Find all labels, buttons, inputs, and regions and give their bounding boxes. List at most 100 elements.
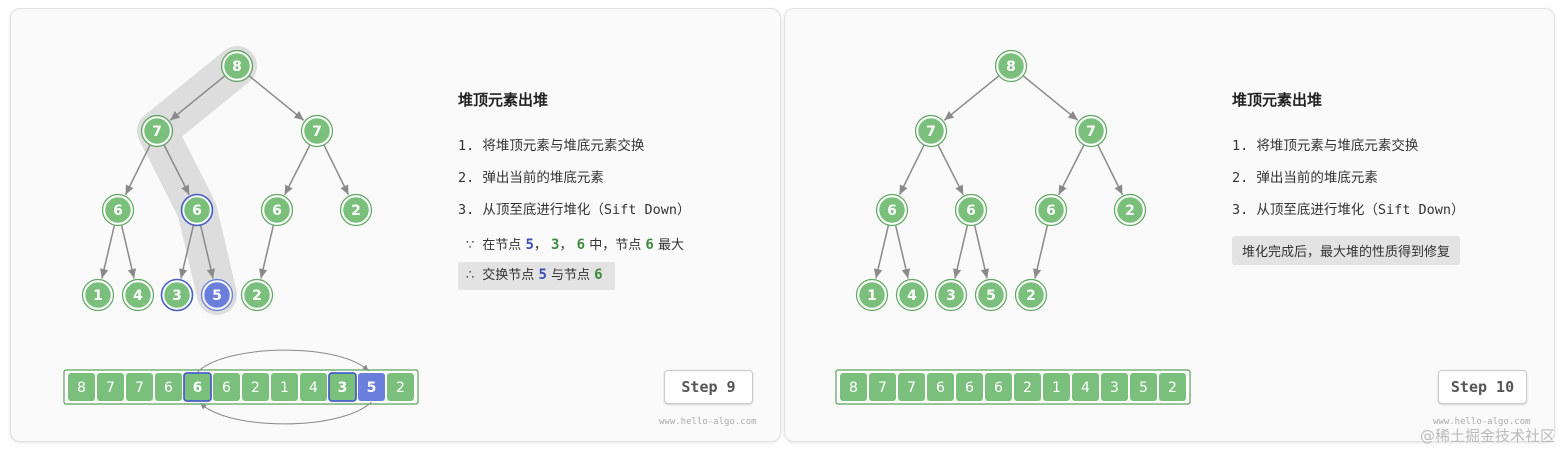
therefore-symbol: ∴ — [466, 268, 475, 283]
tree-node: 5 — [200, 278, 234, 312]
step-3-text: 3. 从顶至底进行堆化（Sift Down） — [1232, 202, 1465, 218]
array-cell — [300, 373, 327, 401]
tree-node: 3 — [934, 278, 968, 312]
node-circle — [1076, 116, 1106, 146]
node-circle — [1036, 195, 1066, 225]
node-value: 7 — [1086, 124, 1096, 140]
info-text: 堆顶元素出堆 1. 将堆顶元素与堆底元素交换 2. 弹出当前的堆底元素 3. 从… — [1232, 89, 1542, 265]
step-9-button[interactable]: Step 9 — [664, 370, 753, 404]
node-circle — [976, 280, 1006, 310]
tree-edge — [894, 225, 911, 279]
node-outer-ring — [934, 278, 968, 312]
node-circle — [162, 280, 192, 310]
tree-node: 7 — [140, 114, 174, 148]
tree-edge — [873, 225, 890, 279]
tree-node: 7 — [300, 114, 334, 148]
step-10-button[interactable]: Step 10 — [1438, 370, 1527, 404]
array-cell — [155, 373, 182, 401]
node-outer-ring — [300, 114, 334, 148]
step-2-text: 2. 弹出当前的堆底元素 — [1232, 170, 1378, 186]
info-title: 堆顶元素出堆 — [458, 91, 549, 109]
array-cell — [956, 373, 983, 401]
node-outer-ring — [954, 193, 988, 227]
node-value: 4 — [907, 288, 917, 304]
tree-edge — [943, 75, 1000, 121]
node-circle — [916, 116, 946, 146]
array-cell — [328, 372, 357, 402]
node-outer-ring — [160, 278, 194, 312]
done-note: 堆化完成后，最大堆的性质得到修复 — [1232, 236, 1461, 265]
node-circle — [956, 195, 986, 225]
array-cell-value: 7 — [907, 380, 916, 396]
array-cell-value: 2 — [251, 380, 260, 396]
node-outer-ring — [895, 278, 929, 312]
array-cell-value: 7 — [878, 380, 887, 396]
array-cell — [869, 373, 896, 401]
tree-node: 2 — [1113, 193, 1147, 227]
because-symbol: ∵ — [466, 238, 475, 253]
tree-node: 7 — [1074, 114, 1108, 148]
node-circle — [123, 280, 153, 310]
node-outer-ring — [875, 193, 909, 227]
array-cell — [985, 373, 1012, 401]
node-value: 2 — [1125, 203, 1135, 219]
tree-edge — [1032, 225, 1049, 279]
node-outer-ring — [1014, 278, 1048, 312]
array-cell — [1043, 373, 1070, 401]
tree-edge — [258, 225, 275, 279]
node-circle — [936, 280, 966, 310]
tree-node: 6 — [875, 193, 909, 227]
array-cell — [840, 373, 867, 401]
watermark: www.hello-algo.com — [1433, 417, 1531, 427]
info-text: 堆顶元素出堆 1. 将堆顶元素与堆底元素交换 2. 弹出当前的堆底元素 3. 从… — [458, 89, 768, 290]
node-outer-ring — [220, 49, 254, 83]
node-outer-ring — [339, 193, 373, 227]
node-outer-ring — [855, 278, 889, 312]
swap-arrow-bottom — [200, 401, 372, 425]
node-value: 6 — [272, 203, 282, 219]
node-value: 7 — [312, 124, 322, 140]
watermark: www.hello-algo.com — [659, 417, 757, 427]
node-outer-ring — [200, 278, 234, 312]
node-outer-ring — [914, 114, 948, 148]
node-value: 2 — [252, 288, 262, 304]
info-title: 堆顶元素出堆 — [1232, 91, 1323, 109]
array-cell-value: 3 — [338, 380, 348, 396]
node-outer-ring — [180, 193, 214, 227]
node-circle — [302, 116, 332, 146]
node-value: 5 — [212, 288, 222, 304]
tree-edge — [1058, 144, 1085, 196]
array-cell-value: 6 — [222, 380, 231, 396]
tree-node: 2 — [240, 278, 274, 312]
node-value: 6 — [192, 203, 202, 219]
tree-node: 8 — [994, 49, 1028, 83]
tree-node: 8 — [220, 49, 254, 83]
tree-node: 6 — [954, 193, 988, 227]
tree-edge — [1022, 75, 1079, 121]
node-outer-ring — [81, 278, 115, 312]
site-watermark: @稀土掘金技术社区 — [1419, 427, 1555, 445]
node-circle — [103, 195, 133, 225]
sift-path-highlight — [137, 46, 257, 315]
array-cell — [126, 373, 153, 401]
array-cell-value: 2 — [396, 380, 405, 396]
node-value: 7 — [926, 124, 936, 140]
node-circle — [182, 195, 212, 225]
tree-edge — [973, 225, 990, 279]
array-cell — [1014, 373, 1041, 401]
array-cell-value: 1 — [1052, 380, 1061, 396]
array-cell-value: 8 — [77, 380, 86, 396]
array-cell-value: 2 — [1168, 380, 1177, 396]
tree-node: 1 — [855, 278, 889, 312]
array-cell — [898, 373, 925, 401]
node-circle — [341, 195, 371, 225]
array-cell-value: 4 — [1081, 380, 1090, 396]
node-value: 6 — [1046, 203, 1056, 219]
node-value: 6 — [887, 203, 897, 219]
array-cell — [1072, 373, 1099, 401]
node-value: 6 — [113, 203, 123, 219]
tree-edge — [248, 75, 305, 121]
node-outer-ring — [101, 193, 135, 227]
array-cell-value: 8 — [849, 380, 858, 396]
